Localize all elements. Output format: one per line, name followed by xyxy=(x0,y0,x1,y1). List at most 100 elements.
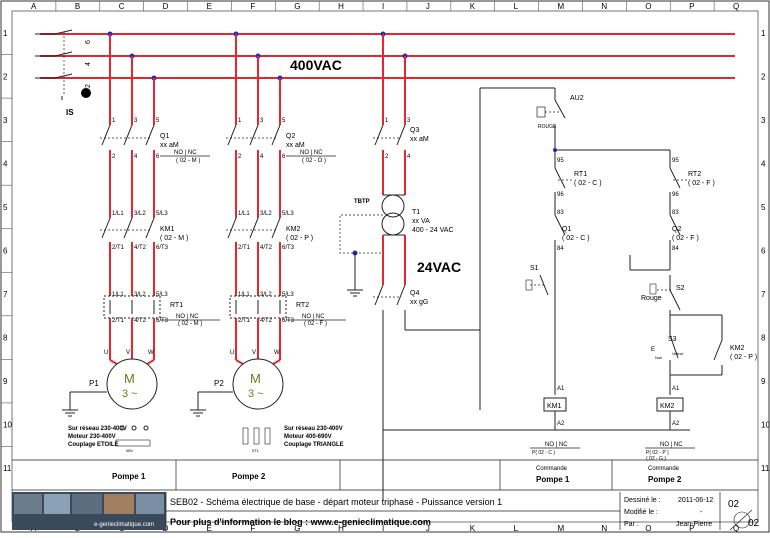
row-label-1: 1 xyxy=(3,29,8,38)
control-circuit: AU2 ROUGE 95 96 RT1 ( 02 - C ) 95 96 RT2… xyxy=(383,87,757,462)
km2-ref: ( 02 - P ) xyxy=(286,235,313,242)
rt2-term-l1: 1/L1 xyxy=(238,292,250,298)
q1-contacts: NO | NC xyxy=(174,150,197,156)
q1-term-2: 2 xyxy=(112,154,116,160)
s3-pos-noir: Noir xyxy=(655,355,663,360)
q1-aux-ref: ( 02 - C ) xyxy=(562,235,590,242)
p1-note-1: Sur réseau 230-400V xyxy=(68,426,127,432)
q2-term-4: 4 xyxy=(260,154,264,160)
s3-tag: S3 xyxy=(668,336,677,343)
column-label-h: H xyxy=(338,2,344,11)
main-switch-label: IS xyxy=(66,108,74,117)
row-label-8: 8 xyxy=(761,334,766,343)
au2-tag: AU2 xyxy=(570,95,584,102)
footer-labels: Pompe 1 Pompe 2 Commande Pompe 1 Command… xyxy=(12,459,758,491)
row-label-6: 6 xyxy=(3,247,8,256)
column-label-b: B xyxy=(75,2,80,11)
transformer-section: 1 3 2 4 Q3 xx aM TBTP T1 xx VA 400 - 24 … xyxy=(339,34,480,500)
km2-term-l3: 5/L3 xyxy=(282,211,294,217)
km1-term-t1: 2/T1 xyxy=(112,245,125,251)
column-label-q: Q xyxy=(733,524,739,533)
q2-aux-tag: Q2 xyxy=(672,226,681,233)
rt1-term-l1: 1/L1 xyxy=(112,292,124,298)
km1-tag: KM1 xyxy=(160,226,175,233)
coil-km2: KM2 xyxy=(660,403,675,410)
column-label-e: E xyxy=(206,524,211,533)
km1-term-l3: 5/L3 xyxy=(156,211,168,217)
row-label-7: 7 xyxy=(3,290,8,299)
au2-color: ROUGE xyxy=(538,124,557,130)
q2-term-1: 1 xyxy=(238,118,242,124)
p1-term-v: V xyxy=(126,350,130,356)
p2-term-w: W xyxy=(274,350,280,356)
row-label-3: 3 xyxy=(3,116,8,125)
rt1-contacts: NO | NC xyxy=(176,314,199,320)
by-value: Jean-Pierre xyxy=(676,521,712,528)
by-label: Par : xyxy=(624,521,639,528)
rt1-term-t3: 6/T3 xyxy=(156,318,169,324)
p2-note-1: Sur réseau 230-400V xyxy=(284,426,343,432)
rt2-contacts: NO | NC xyxy=(302,314,325,320)
sheet-title: SEB02 - Schéma électrique de base - dépa… xyxy=(170,497,502,507)
column-label-a: A xyxy=(31,2,37,11)
footer-pompe-2: Pompe 2 xyxy=(232,472,266,481)
column-label-h: H xyxy=(338,524,344,533)
modified-label: Modifié le : xyxy=(624,509,658,516)
p1-tag: P1 xyxy=(89,379,99,388)
q1-rating: xx aM xyxy=(160,142,179,149)
row-label-1: 1 xyxy=(761,29,766,38)
km1-contacts-ref: P( 02 - C ) xyxy=(532,450,555,456)
q2-term-5: 5 xyxy=(282,118,286,124)
column-label-o: O xyxy=(645,524,651,533)
rt1-aux-tag: RT1 xyxy=(574,171,587,178)
column-label-d: D xyxy=(163,2,169,11)
rt1-aux-t1: 95 xyxy=(557,158,564,164)
p1-term-u: U xyxy=(104,350,108,356)
km2-term-t2: 4/T2 xyxy=(260,245,273,251)
column-label-l: L xyxy=(514,524,519,533)
column-label-n: N xyxy=(601,2,607,11)
phase-number-1: 6 xyxy=(85,40,92,44)
drawn-value: 2011-06-12 xyxy=(678,497,713,504)
coil-km2-a1: A1 xyxy=(672,386,680,392)
q2-tag: Q2 xyxy=(286,133,295,140)
s3-pos-e: E xyxy=(651,347,655,353)
q1-aux-tag: Q1 xyxy=(562,226,571,233)
row-label-6: 6 xyxy=(761,247,766,256)
rt2-term-t2: 4/T2 xyxy=(260,318,273,324)
p1-note-2: Moteur 230-400V xyxy=(68,434,116,440)
q2-aux-ref: ( 02 - F ) xyxy=(672,235,699,242)
footer-pompe-1: Pompe 1 xyxy=(112,472,146,481)
column-label-q: Q xyxy=(733,2,739,11)
rt2-term-t3: 6/T3 xyxy=(282,318,295,324)
column-label-e: E xyxy=(206,2,211,11)
q1-term-3: 3 xyxy=(134,118,138,124)
s2-tag: S2 xyxy=(676,285,685,292)
q1-term-5: 5 xyxy=(156,118,160,124)
coupling-1-label: 0B1 xyxy=(126,448,134,453)
rt1-aux-ref: ( 02 - C ) xyxy=(574,180,602,187)
row-label-9: 9 xyxy=(3,377,8,386)
row-label-5: 5 xyxy=(761,203,766,212)
q1-term-4: 4 xyxy=(134,154,138,160)
q2-aux-t2: 84 xyxy=(672,246,679,252)
q3-term-1: 1 xyxy=(385,118,389,124)
footer-cmd-pompe-1: Pompe 1 xyxy=(536,475,570,484)
q2-rating: xx aM xyxy=(286,142,305,149)
p2-term-v: V xyxy=(252,350,256,356)
supply-voltage-label: 400VAC xyxy=(290,57,342,73)
drawn-label: Dessiné le : xyxy=(624,497,661,504)
phase-number-3: 2 xyxy=(85,84,92,88)
km1-term-t3: 6/T3 xyxy=(156,245,169,251)
km2-term-t3: 6/T3 xyxy=(282,245,295,251)
p2-note-2: Moteur 400-690V xyxy=(284,434,332,440)
row-label-11: 11 xyxy=(3,464,12,473)
q2-term-6: 6 xyxy=(282,154,286,160)
rt2-aux-tag: RT2 xyxy=(688,171,701,178)
q2-term-3: 3 xyxy=(260,118,264,124)
row-label-10: 10 xyxy=(761,421,770,430)
column-label-k: K xyxy=(470,524,476,533)
column-label-i: I xyxy=(382,524,384,533)
p1-term-w: W xyxy=(148,350,154,356)
